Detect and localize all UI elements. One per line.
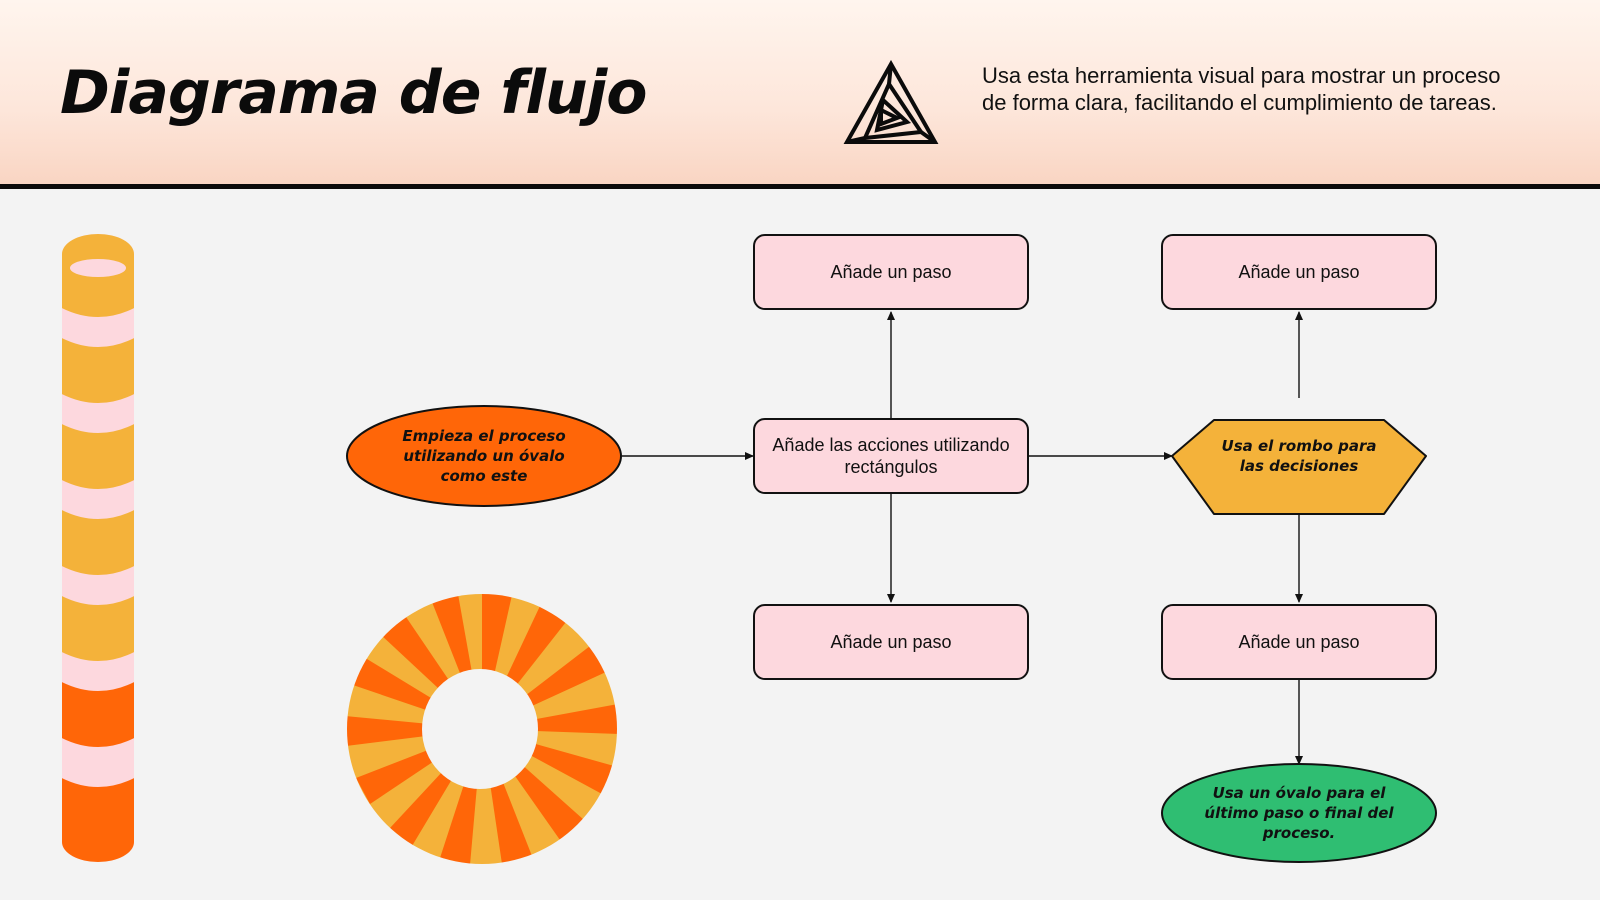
intro-text: Usa esta herramienta visual para mostrar… bbox=[982, 63, 1501, 115]
step-top-right: Añade un paso bbox=[1161, 234, 1437, 310]
end-oval: Usa un óvalo para el último paso o final… bbox=[1204, 784, 1394, 842]
header-band bbox=[0, 0, 1600, 184]
step-bottom-right: Añade un paso bbox=[1161, 604, 1437, 680]
end-oval-shape bbox=[1161, 763, 1437, 863]
striped-ring-decoration bbox=[344, 592, 620, 870]
page-title: Diagrama de flujo bbox=[60, 58, 647, 128]
start-oval-shape bbox=[346, 405, 622, 507]
step-top-left: Añade un paso bbox=[753, 234, 1029, 310]
action-rectangle: Añade las acciones utilizando rectángulo… bbox=[753, 418, 1029, 494]
step-bottom-left: Añade un paso bbox=[753, 604, 1029, 680]
striped-column-decoration bbox=[58, 232, 138, 868]
decision-diamond-shape bbox=[1171, 419, 1427, 515]
header-divider bbox=[0, 184, 1600, 189]
start-oval: Empieza el proceso utilizando un óvalo c… bbox=[402, 427, 566, 485]
decision-diamond: Usa el rombo para las decisiones bbox=[1221, 437, 1377, 475]
triangle-spiral-icon bbox=[843, 59, 939, 150]
